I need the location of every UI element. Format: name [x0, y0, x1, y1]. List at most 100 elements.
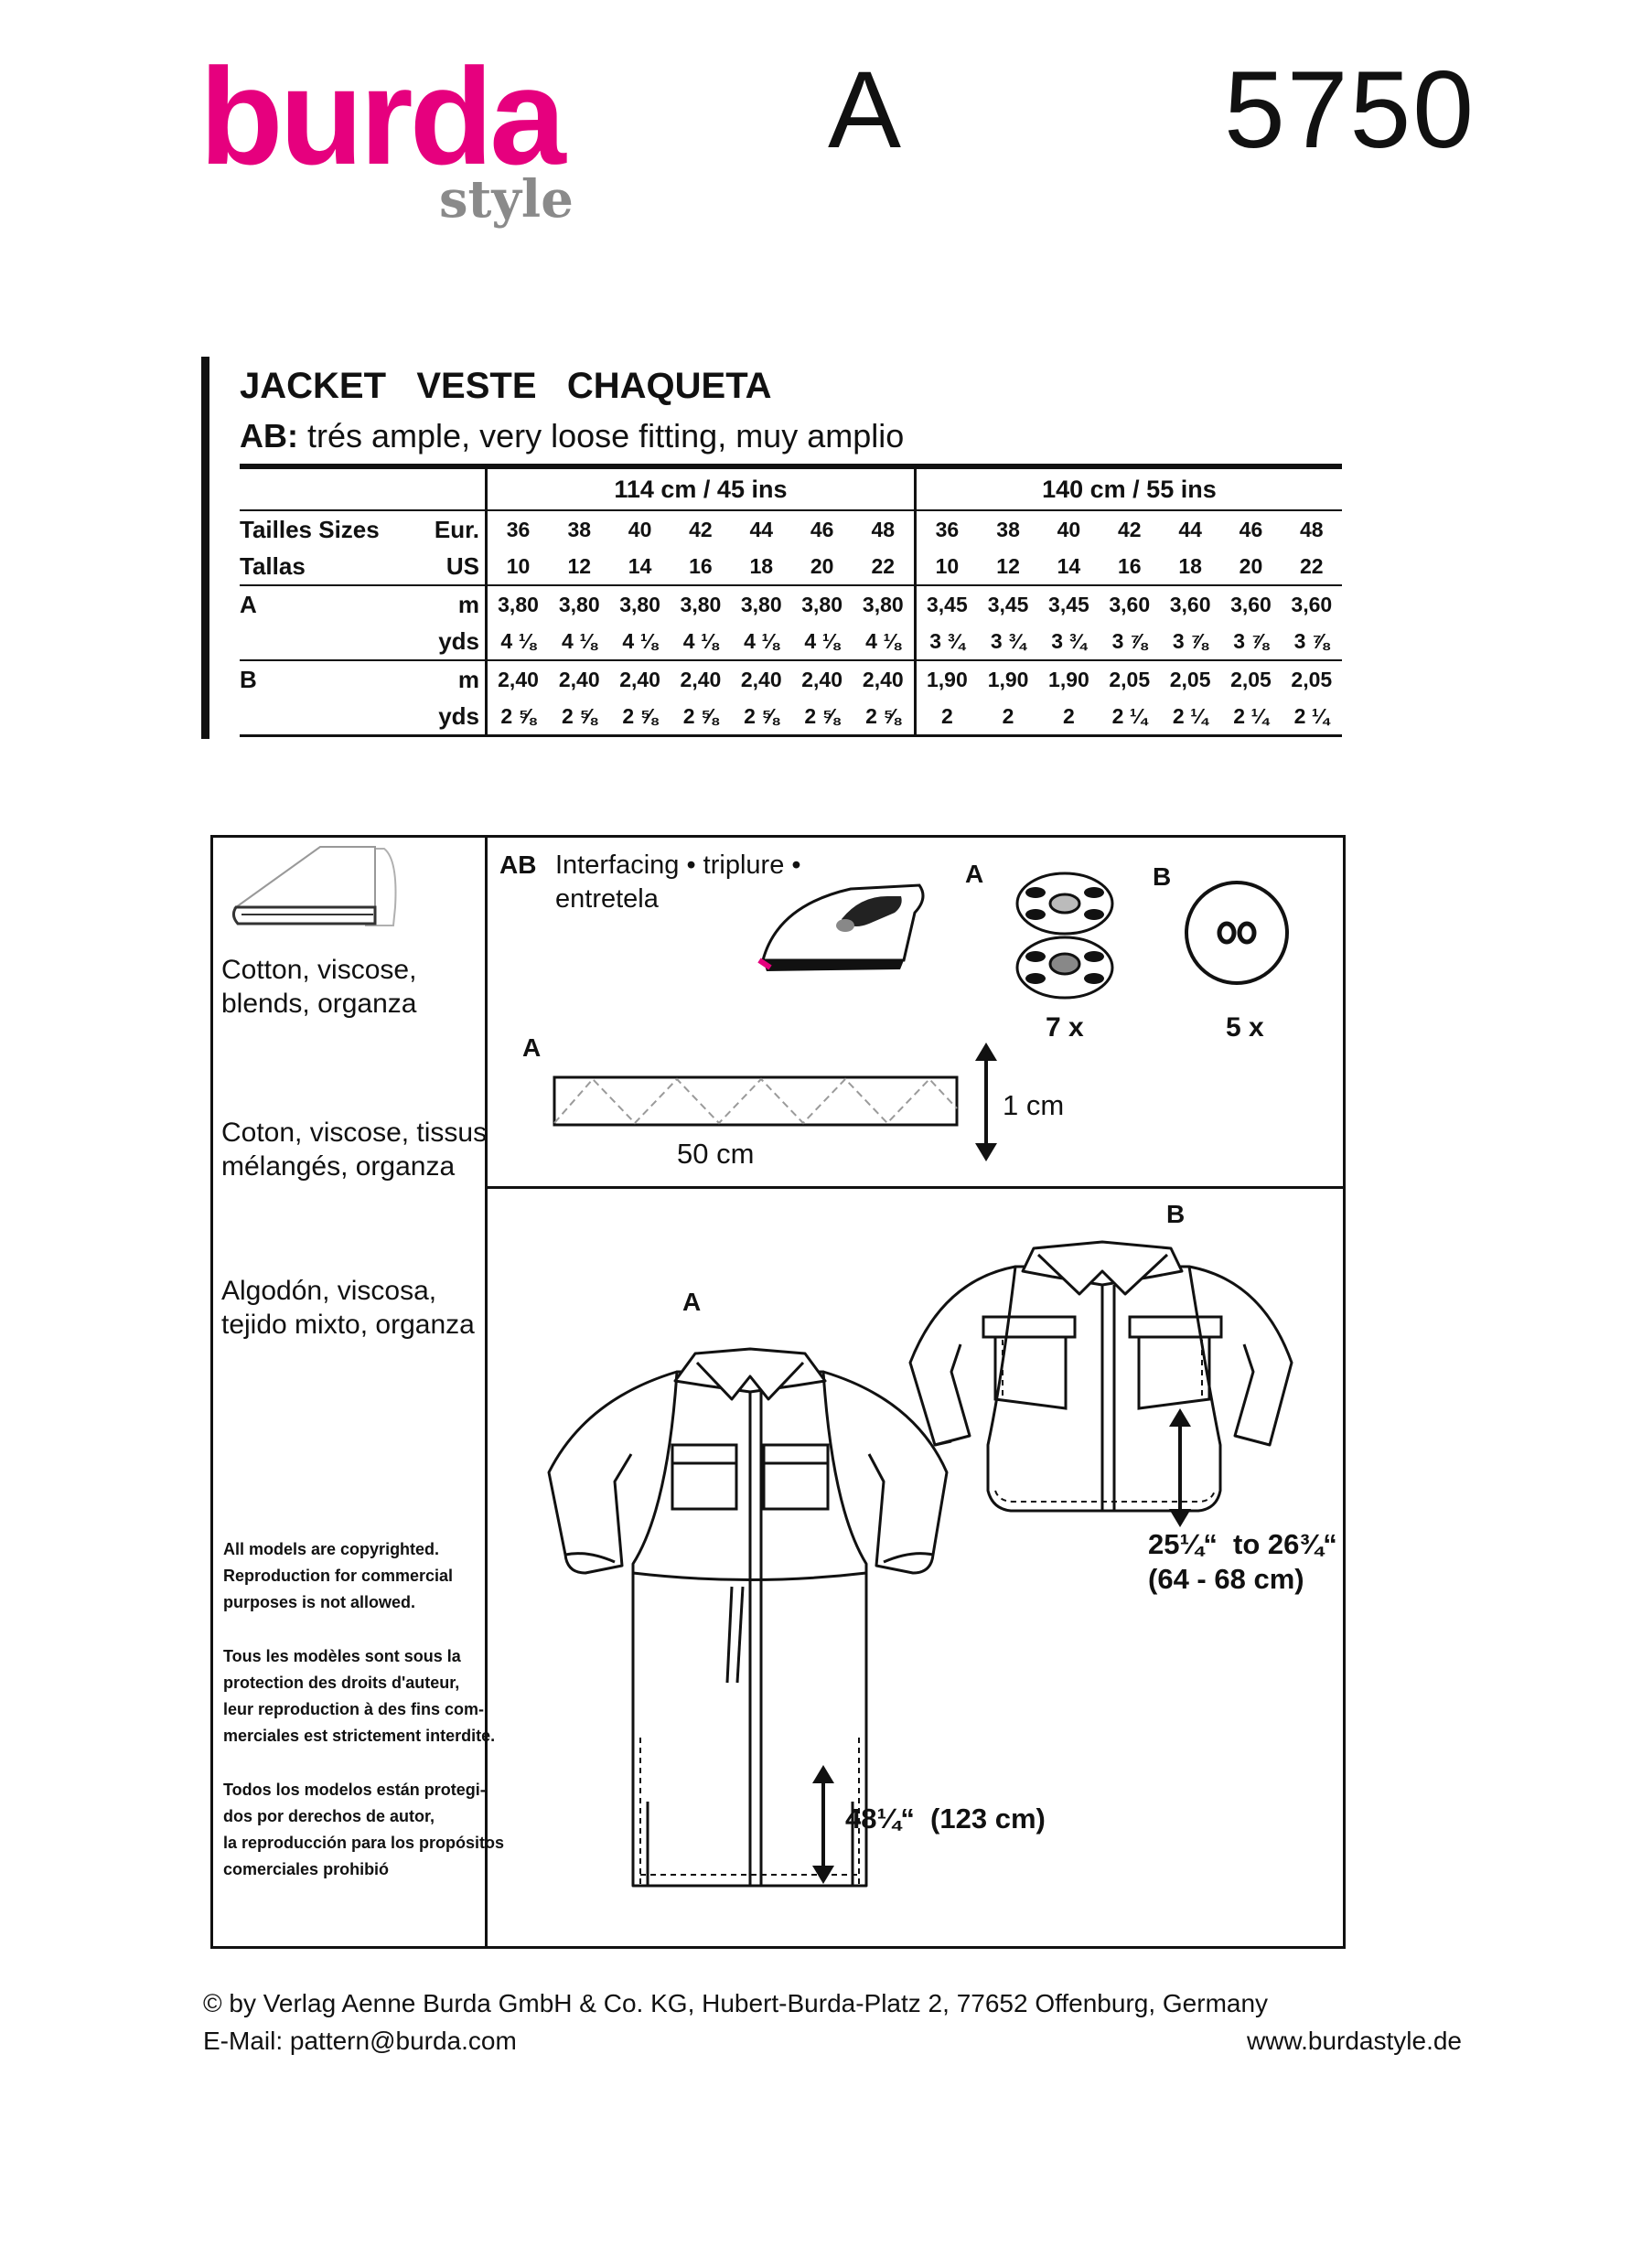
size-cell: 12	[996, 554, 1020, 578]
amount-cell: 4 ⅛	[622, 629, 658, 653]
fabric-requirements-table: 114 cm / 45 ins 140 cm / 55 ins Tailles …	[240, 464, 1342, 737]
fit-label: AB:	[240, 417, 298, 455]
size-cell: 46	[791, 509, 853, 548]
amount-cell: 3,60	[1099, 584, 1160, 623]
snaps-count: 7 x	[1046, 1012, 1084, 1043]
pattern-number: 5750	[1224, 48, 1476, 171]
amount-cell: 3,80	[670, 584, 732, 623]
interfacing-text: Interfacing • triplure • entretela	[555, 850, 801, 914]
amount-cell: 3,45	[977, 584, 1039, 623]
size-cell: 10	[506, 554, 531, 578]
amount-cell: 2 ⅝	[549, 698, 610, 737]
amount-cell: 3,60	[1159, 584, 1221, 623]
amount-cell: 2,40	[549, 659, 610, 698]
snap-fastener-icon	[1015, 872, 1114, 1000]
amount-cell: 2 ¼	[1220, 698, 1282, 737]
interfacing-strip-diagram	[553, 1075, 959, 1127]
eur-sizes-row: Tailles Sizes Eur. 36 38 40 42 44 46 48 …	[240, 509, 1342, 548]
amount-cell: 2 ¼	[1159, 698, 1221, 737]
amount-cell: 3,80	[791, 584, 853, 623]
view-b-length: 25¼“ to 26¾“ (64 - 68 cm)	[1148, 1528, 1337, 1595]
size-label-es: Tallas	[240, 552, 306, 580]
copyright-fr: Tous les modèles sont sous la protection…	[223, 1647, 496, 1745]
amount-cell: 2,05	[1281, 659, 1342, 698]
size-cell: 18	[1178, 554, 1202, 578]
burda-logo: burda	[199, 39, 566, 193]
amount-cell: 1,90	[913, 659, 978, 698]
size-cell: 48	[852, 509, 916, 548]
amount-cell: 2	[1038, 698, 1100, 737]
size-cell: 20	[1239, 554, 1263, 578]
box-divider-vertical	[485, 835, 488, 1949]
view-label	[240, 698, 413, 737]
notions-box	[210, 835, 1346, 1949]
strip-length: 50 cm	[677, 1138, 755, 1170]
size-cell: 36	[913, 509, 978, 548]
fabric-suggestions-en: Cotton, viscose, blends, organza	[221, 955, 417, 1019]
amount-cell: 3 ¾	[913, 623, 978, 660]
amount-cell: 2 ¼	[1099, 698, 1160, 737]
size-cell: 18	[749, 554, 774, 578]
amount-cell: 2,05	[1220, 659, 1282, 698]
view-a-technical-drawing	[547, 1347, 949, 1888]
website-url: www.burdastyle.de	[1246, 2027, 1462, 2055]
size-cell: 46	[1220, 509, 1282, 548]
size-cell: 42	[670, 509, 732, 548]
amount-cell: 2 ¼	[1281, 698, 1342, 737]
us-sizes-row: Tallas US 10 12 14 16 18 20 22 10 12 14 …	[240, 548, 1342, 585]
amount-cell: 2,05	[1099, 659, 1160, 698]
amount-cell: 2	[913, 698, 978, 737]
unit-cell: yds	[413, 623, 488, 660]
contact-email: E-Mail: pattern@burda.com	[203, 2027, 517, 2055]
amount-cell: 1,90	[1038, 659, 1100, 698]
unit-us: US	[413, 548, 488, 585]
size-cell: 14	[628, 554, 652, 578]
size-cell: 40	[609, 509, 671, 548]
view-a-m-row: A m 3,80 3,80 3,80 3,80 3,80 3,80 3,80 3…	[240, 584, 1342, 623]
width-114-header: 114 cm / 45 ins	[486, 464, 916, 510]
garment-title: JACKET VESTE CHAQUETA	[240, 366, 772, 406]
amount-cell: 3,45	[1038, 584, 1100, 623]
copyright-en: All models are copyrighted. Reproduction…	[223, 1540, 454, 1611]
amount-cell: 3 ¾	[990, 629, 1026, 653]
strip-width-arrow	[975, 1043, 997, 1161]
amount-cell: 1,90	[977, 659, 1039, 698]
size-cell: 38	[977, 509, 1039, 548]
buttons-count: 5 x	[1226, 1012, 1264, 1043]
amount-cell: 2,40	[731, 659, 792, 698]
amount-cell: 3,60	[1281, 584, 1342, 623]
amount-cell: 3 ⅞	[1111, 629, 1147, 653]
amount-cell: 2 ⅝	[609, 698, 671, 737]
view-b-technical-drawing	[908, 1240, 1293, 1513]
amount-cell: 4 ⅛	[865, 629, 901, 653]
size-cell: 20	[810, 554, 834, 578]
amount-cell: 3 ⅞	[1293, 629, 1329, 653]
publisher-address: © by Verlag Aenne Burda GmbH & Co. KG, H…	[203, 1989, 1269, 2017]
fabric-roll-icon	[231, 846, 397, 926]
view-label	[240, 623, 413, 660]
size-cell: 40	[1038, 509, 1100, 548]
size-cell: 22	[871, 554, 896, 578]
view-a-length: 48¼“ (123 cm)	[845, 1803, 1046, 1835]
size-cell: 16	[1117, 554, 1142, 578]
amount-cell: 2,40	[852, 659, 916, 698]
view-b-label: B	[1166, 1200, 1186, 1228]
amount-cell: 2 ⅝	[670, 698, 732, 737]
unit-eur: Eur.	[413, 509, 488, 548]
amount-cell: 3 ¾	[1051, 629, 1087, 653]
snaps-view-label: A	[965, 860, 984, 888]
view-label: B	[240, 659, 413, 698]
iron-icon	[757, 883, 925, 971]
size-cell: 16	[689, 554, 713, 578]
burda-logo-style: style	[439, 169, 574, 230]
fabric-suggestions-es: Algodón, viscosa, tejido mixto, organza	[221, 1276, 475, 1340]
box-divider-horizontal	[485, 1186, 1346, 1189]
amount-cell: 4 ⅛	[682, 629, 719, 653]
view-b-yds-row: yds 2 ⅝ 2 ⅝ 2 ⅝ 2 ⅝ 2 ⅝ 2 ⅝ 2 ⅝ 2 2 2 2 …	[240, 698, 1342, 737]
button-icon	[1185, 881, 1289, 985]
amount-cell: 2,40	[791, 659, 853, 698]
view-b-length-arrow	[1169, 1408, 1191, 1527]
size-cell: 36	[486, 509, 550, 548]
title-accent-bar	[201, 357, 209, 739]
size-label: Tailles Sizes	[240, 509, 413, 548]
